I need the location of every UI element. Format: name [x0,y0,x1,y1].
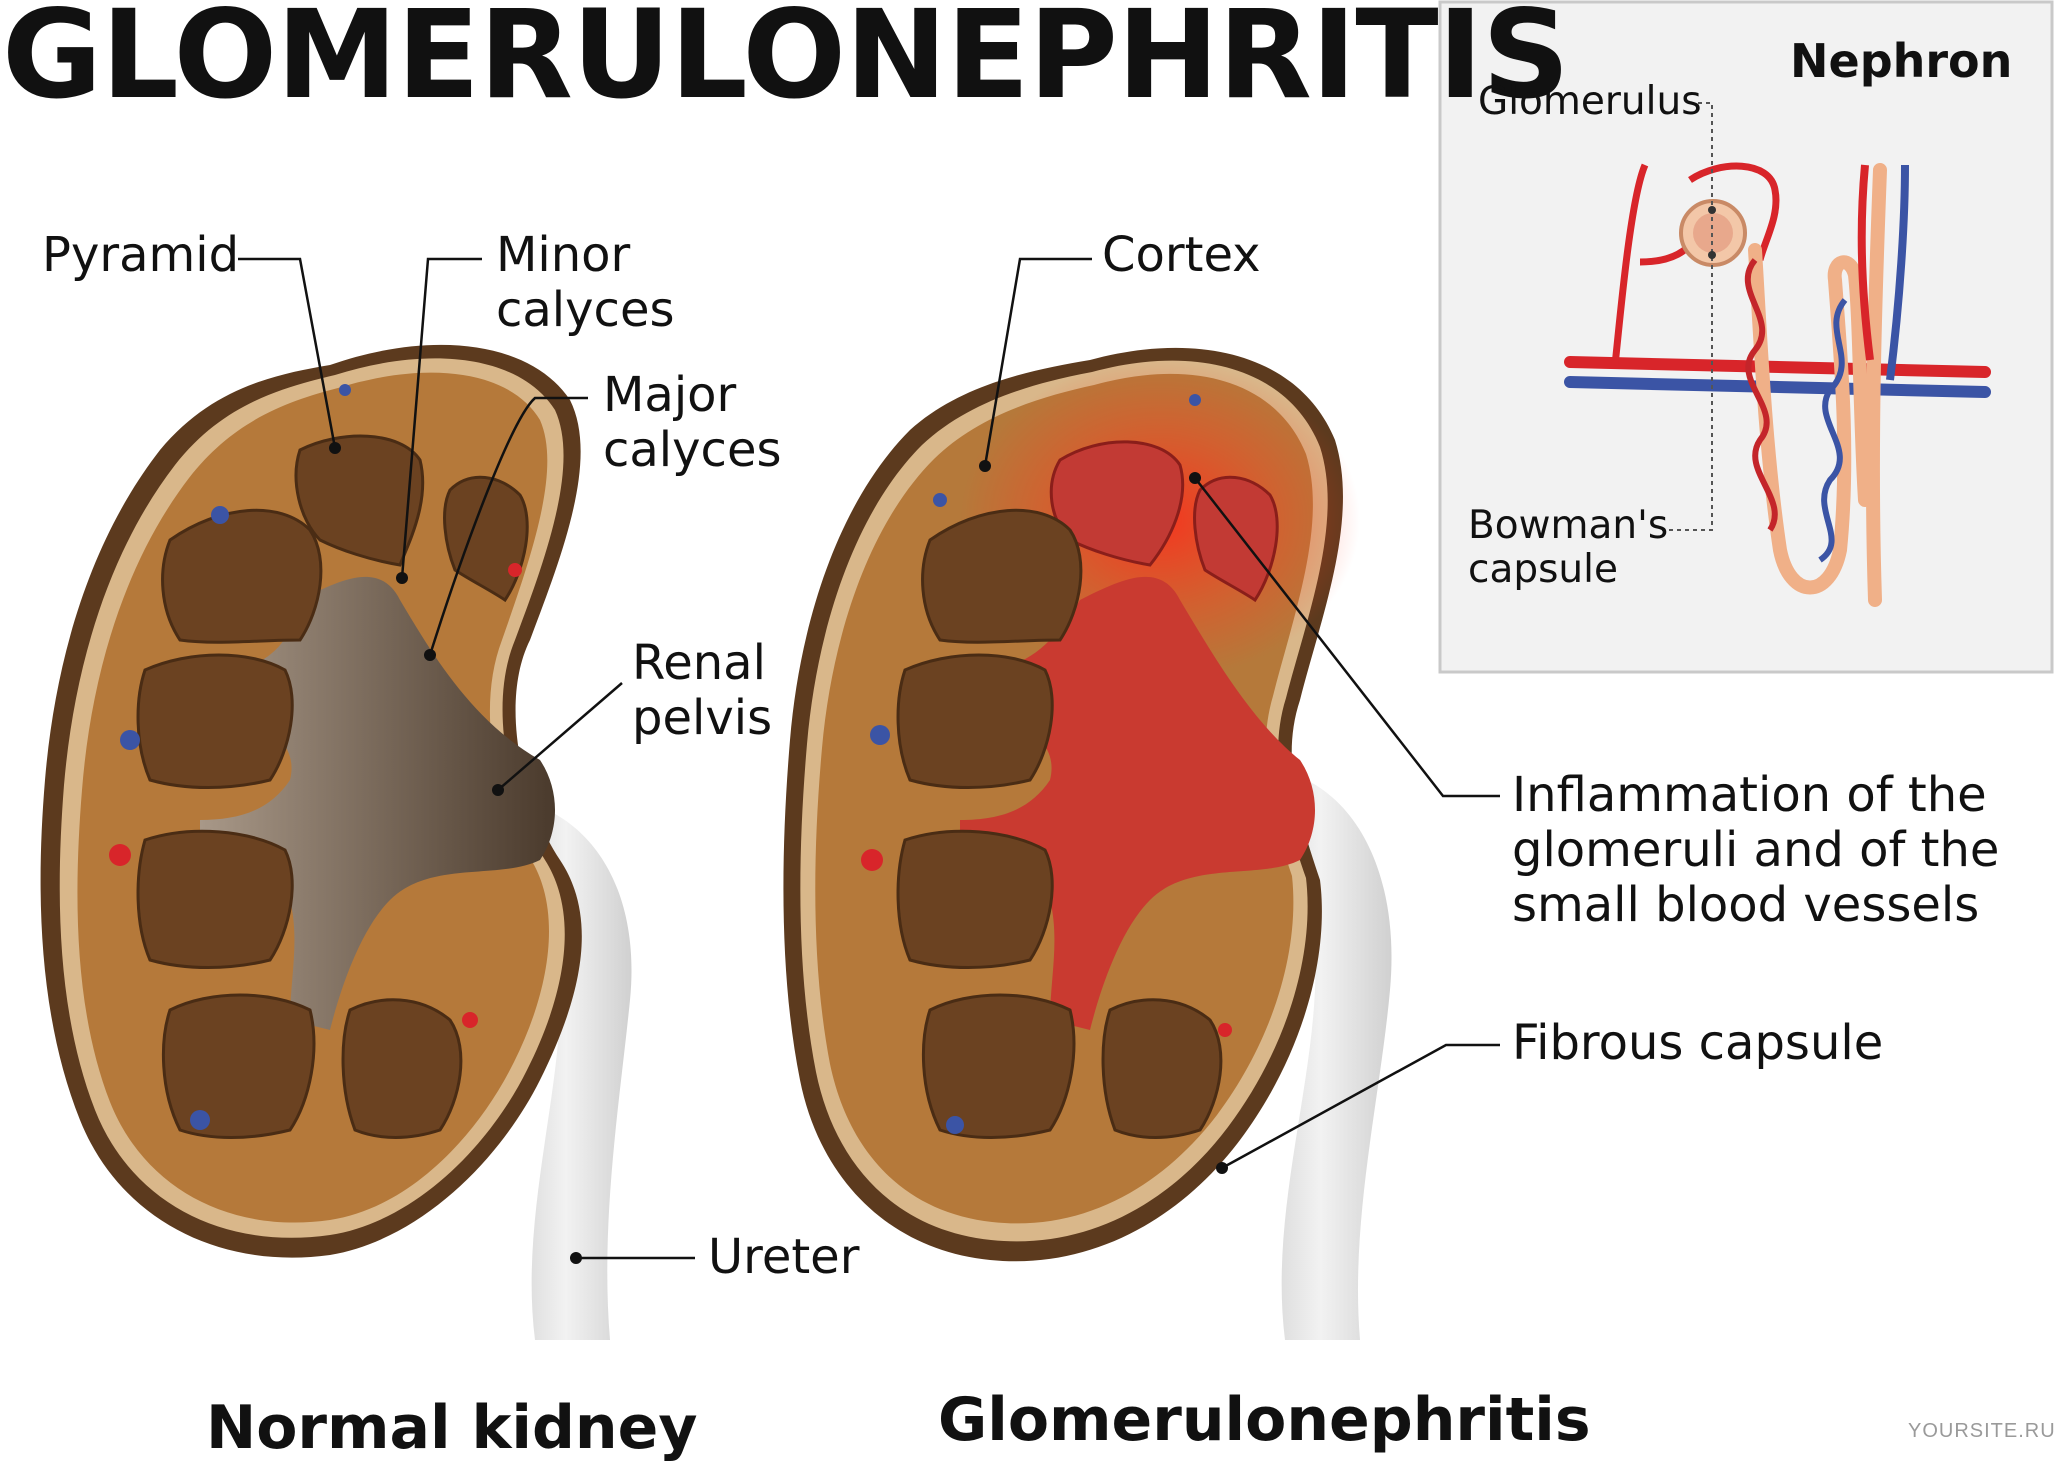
vessel-dot [109,844,131,866]
disease-pyramid [921,993,1076,1139]
normal-kidney-caption: Normal kidney [206,1393,698,1463]
leader-dot [979,460,991,472]
glomerulus-leader [1662,102,1713,531]
glomerulus-label: Glomerulus [1478,79,1702,124]
inflamed-pyramid [1193,475,1279,603]
pyramid-leader [238,257,337,449]
afferent-arteriole [1611,163,1649,366]
normal-pyramid [136,829,294,969]
cortex-label: Cortex [1102,227,1261,283]
vessel-dot [933,493,947,507]
minor-calyces-label: Minor calyces [496,227,675,338]
normal-pyramid [161,993,316,1139]
leader-dot [570,1252,582,1264]
pyramid-label: Pyramid [42,227,240,283]
vasa-recta-vein [1886,164,1909,381]
glomerulus-marker [1708,206,1716,214]
normal-pyramid [341,998,463,1139]
glomerulonephritis-caption: Glomerulonephritis [938,1385,1591,1455]
normal-pyramid [136,653,294,789]
vessel-dot [462,1012,478,1028]
inset-title: Nephron [1790,34,2013,88]
major-calyces-leader [428,396,588,656]
ureter-label: Ureter [708,1229,860,1285]
vessel-dot [1189,394,1201,406]
leader-dot [329,442,341,454]
normal-ureter [500,800,632,1340]
nephron-inset [1438,0,2054,674]
bowmans-capsule-label: Bowman's capsule [1468,503,1669,592]
disease-kidney [783,347,1392,1340]
vessel-dot [870,725,890,745]
leader-dot [492,784,504,796]
vasa-recta-artery [1857,164,1874,361]
inset-frame [1438,0,2054,674]
disease-pyramid [921,508,1083,644]
peritubular-artery [1744,258,1778,532]
fibrous-capsule-label: Fibrous capsule [1512,1015,1884,1071]
main-title: GLOMERULONEPHRITIS [2,0,1570,126]
vessel-dot [946,1116,964,1134]
disease-pyramid [896,829,1054,969]
cortex-leader [983,257,1092,467]
disease-pyramid [896,653,1054,789]
vessel-dot [211,506,229,524]
leader-dot [396,572,408,584]
inflammation-leader [1194,477,1500,798]
renal-pelvis-leader [497,682,623,791]
leader-dot [1189,472,1201,484]
leader-dot [424,649,436,661]
vessel-dot [508,563,522,577]
leader-dot [1216,1162,1228,1174]
major-calyces-label: Major calyces [603,367,782,478]
renal-vein [1564,376,1991,398]
fibrous-capsule-leader [1221,1043,1500,1170]
vessel-dot [1218,1023,1232,1037]
collecting-duct [1865,163,1887,607]
peritubular-vein [1818,298,1848,563]
renal-pelvis-label: Renal pelvis [632,635,773,746]
normal-pyramid [443,475,529,603]
vessel-dot [861,849,883,871]
normal-kidney [40,344,632,1340]
watermark-credit: YOURSITE.RU [1908,1420,2056,1442]
disease-ureter [1250,770,1392,1340]
bowmans-marker [1708,251,1716,259]
renal-artery [1564,356,1991,378]
disease-pyramid [1101,998,1223,1139]
normal-pyramid [294,434,425,567]
vessel-dot [339,384,351,396]
minor-calyces-leader [400,257,482,579]
nephron-loop [1748,243,1872,595]
vessel-dot [190,1110,210,1130]
efferent-arteriole [1688,162,1780,261]
inflammation-label: Inflammation of the glomeruli and of the… [1512,767,2000,933]
vessel-dot [120,730,140,750]
normal-pyramid [161,508,323,644]
